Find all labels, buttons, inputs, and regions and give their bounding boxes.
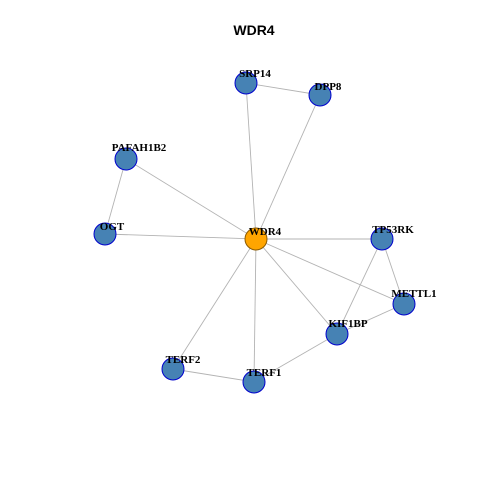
node-label-terf2: TERF2 [166, 354, 201, 366]
edge-wdr4-pafah1b2 [125, 158, 257, 240]
node-mettl1: METTL1 [391, 288, 437, 316]
diagram-title: WDR4 [233, 22, 274, 38]
node-circle-wdr4 [244, 227, 268, 251]
node-dpp8: DPP8 [308, 81, 342, 107]
edge-wdr4-terf2 [172, 238, 257, 370]
node-label-wdr4: WDR4 [249, 226, 282, 238]
node-circle-terf1 [242, 370, 266, 394]
edge-mettl1-kif1bp [336, 303, 405, 335]
node-ogt: OGT [93, 221, 125, 246]
node-circle-tp53rk [370, 227, 394, 251]
node-pafah1b2: PAFAH1B2 [112, 142, 167, 171]
node-srp14: SRP14 [234, 68, 271, 95]
node-label-terf1: TERF1 [247, 367, 282, 379]
node-terf2: TERF2 [161, 354, 201, 381]
node-circle-kif1bp [325, 322, 349, 346]
edge-pafah1b2-ogt [104, 158, 127, 235]
node-circle-dpp8 [308, 83, 332, 107]
node-circle-ogt [93, 222, 117, 246]
node-circle-pafah1b2 [114, 147, 138, 171]
edge-wdr4-dpp8 [255, 94, 321, 240]
node-circle-srp14 [234, 71, 258, 95]
node-label-pafah1b2: PAFAH1B2 [112, 142, 167, 154]
edge-wdr4-terf1 [253, 238, 257, 383]
node-label-srp14: SRP14 [239, 68, 271, 80]
node-label-tp53rk: TP53RK [372, 224, 414, 236]
node-terf1: TERF1 [242, 367, 282, 394]
edge-wdr4-srp14 [245, 82, 257, 240]
edge-wdr4-kif1bp [255, 238, 338, 335]
edge-wdr4-mettl1 [255, 238, 405, 305]
node-circle-terf2 [161, 357, 185, 381]
node-label-kif1bp: KIF1BP [328, 318, 367, 330]
edge-kif1bp-terf1 [253, 333, 338, 383]
edge-tp53rk-kif1bp [336, 238, 383, 335]
node-wdr4: WDR4 [244, 226, 282, 251]
node-circle-mettl1 [392, 292, 416, 316]
node-label-ogt: OGT [100, 221, 125, 233]
node-kif1bp: KIF1BP [325, 318, 368, 346]
node-tp53rk: TP53RK [370, 224, 414, 251]
edge-wdr4-ogt [104, 233, 257, 240]
node-label-mettl1: METTL1 [391, 288, 436, 300]
node-label-dpp8: DPP8 [315, 81, 342, 93]
edge-terf2-terf1 [172, 368, 255, 383]
edge-srp14-dpp8 [245, 82, 321, 96]
